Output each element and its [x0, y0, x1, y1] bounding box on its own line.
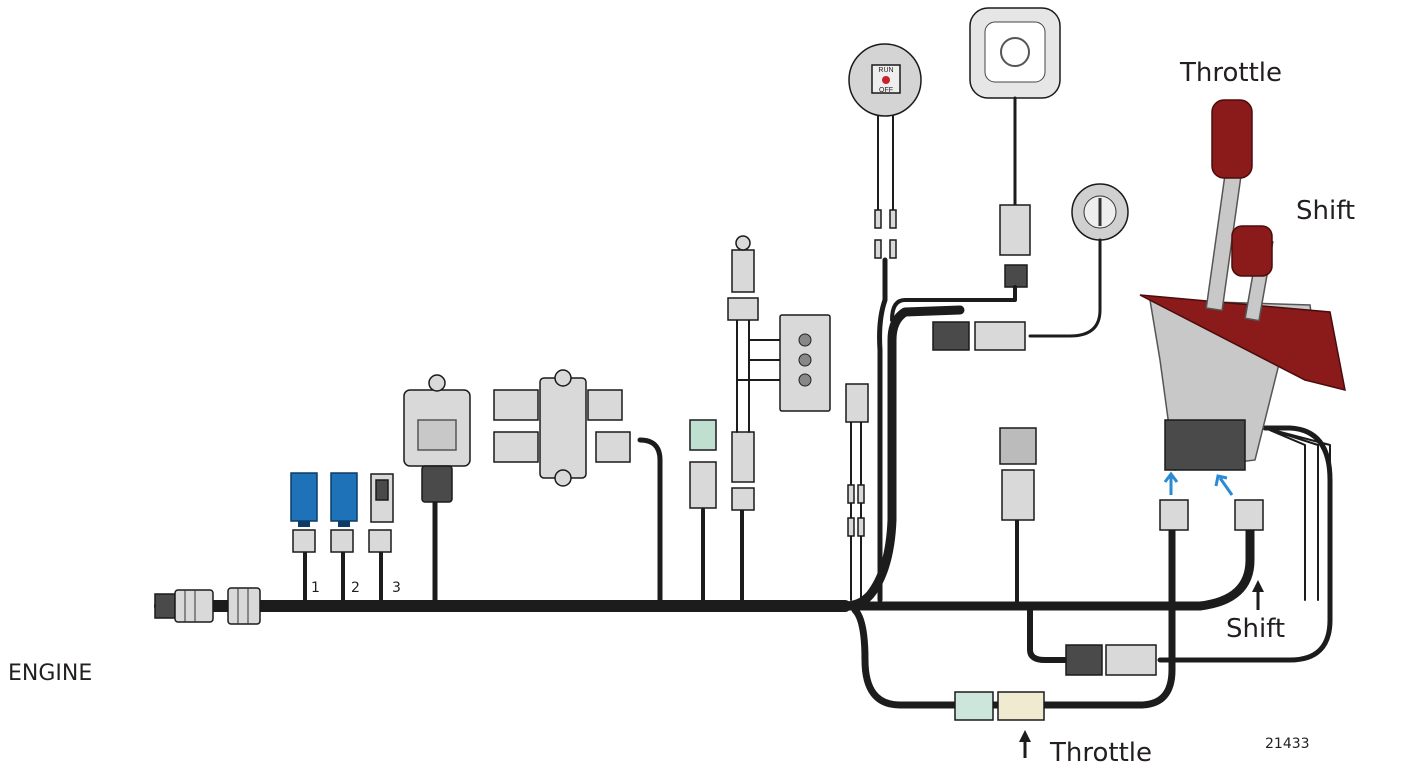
- throttle-arrow: [1019, 730, 1031, 758]
- figure-number: 21433: [1265, 736, 1310, 752]
- display-gauge: [890, 7, 1061, 322]
- switch-run-label: RUN: [878, 67, 893, 74]
- remote-control-lever: [1139, 99, 1346, 601]
- fuse-holder: [845, 383, 869, 601]
- sensor-branch: [999, 427, 1037, 608]
- engine-label: ENGINE: [8, 661, 93, 686]
- key-switch: [848, 43, 922, 259]
- junction-box: [493, 369, 663, 609]
- shift-arrow: [1252, 580, 1264, 610]
- throttle-label-top: Throttle: [1180, 58, 1282, 88]
- shift-label-top: Shift: [1296, 196, 1356, 226]
- branch-label-3: 3: [392, 580, 401, 596]
- branch-label-2: 2: [351, 580, 360, 596]
- engine-connector: [154, 587, 261, 625]
- throttle-inline-connector: [954, 691, 1045, 721]
- main-harness: [154, 257, 1333, 709]
- connector-branch-a: [689, 419, 717, 608]
- shift-label-bottom: Shift: [1226, 614, 1286, 644]
- switch-off-label: OFF: [879, 87, 893, 94]
- relay-branch: [727, 235, 831, 608]
- throttle-label-bottom: Throttle: [1050, 738, 1152, 768]
- branch-2: [330, 472, 358, 608]
- branch-3: [368, 473, 394, 608]
- lanyard-switch: [932, 183, 1129, 351]
- branch-label-1: 1: [311, 580, 320, 596]
- branch-1: [290, 472, 318, 608]
- shift-inline-connector: [1065, 644, 1157, 676]
- control-module: [403, 374, 471, 609]
